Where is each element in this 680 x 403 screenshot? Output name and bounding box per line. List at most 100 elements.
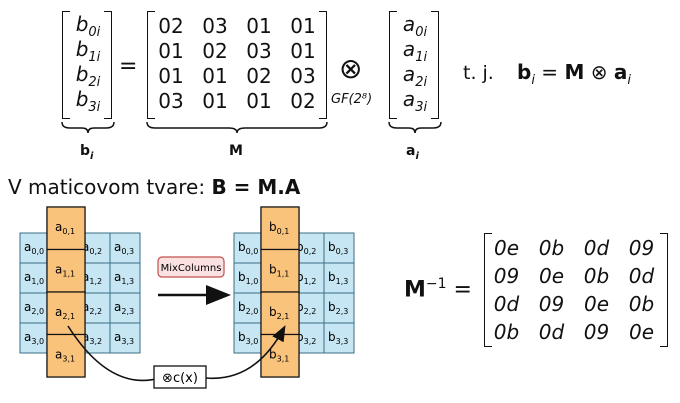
state-b-cell-label: b1,0 xyxy=(238,270,258,286)
matrix-m-inverse-cell: 0b xyxy=(538,236,565,260)
state-b-cell xyxy=(233,262,265,294)
matrix-m-inverse-cell: 09 xyxy=(493,264,520,288)
gf-label: GF(2⁸) xyxy=(331,92,373,107)
state-a-cell-label: a3,0 xyxy=(24,330,44,346)
m-inverse-lhs: M−1 = xyxy=(404,276,472,303)
state-b-cell-label: b2,3 xyxy=(328,300,348,316)
state-a-cell-label: a3,3 xyxy=(114,330,134,346)
state-b-column-label: b0,1 xyxy=(269,220,289,236)
left-bracket xyxy=(484,233,492,347)
matrix-m-inverse-cell: 0e xyxy=(628,320,655,344)
m-label: M xyxy=(229,143,243,159)
state-b-cell-label: b0,0 xyxy=(238,240,258,256)
state-a-cell xyxy=(19,322,51,354)
matrix-m-cell: 01 xyxy=(246,89,272,113)
right-bracket xyxy=(319,11,327,119)
b-label: bi xyxy=(80,143,94,162)
matrix-m-cell: 02 xyxy=(202,39,228,63)
state-b-column-cell xyxy=(260,206,300,251)
equals-sign: = xyxy=(119,54,138,79)
cx-curve-right xyxy=(205,325,286,380)
matrix-m-cell: 03 xyxy=(202,14,228,38)
left-bracket xyxy=(62,11,70,119)
state-a-column-label: a0,1 xyxy=(55,220,75,236)
a-vector-entry: a3i xyxy=(402,87,428,115)
b-vector-entry: b0i xyxy=(75,12,101,40)
matrix-m-cell: 03 xyxy=(158,89,184,113)
state-b-column-label: b3,1 xyxy=(269,348,289,364)
matrix-m-cell: 02 xyxy=(246,64,272,88)
matrix-m-inverse-row: 0b 0d 09 0e xyxy=(484,318,664,346)
state-b-cell xyxy=(323,232,355,264)
mixcolumns-label: MixColumns xyxy=(161,263,222,274)
matrix-m-inverse-cell: 0d xyxy=(538,320,565,344)
state-b-column-cell xyxy=(260,248,300,293)
state-a-cell-label: a2,3 xyxy=(114,300,134,316)
state-a-cell xyxy=(109,262,141,294)
b-vector-entry: b2i xyxy=(75,62,101,90)
mixcolumns-label-box xyxy=(157,256,225,278)
right-bracket xyxy=(104,11,112,119)
state-a-column-cell xyxy=(46,291,86,336)
a-vector-entry: a1i xyxy=(402,37,428,65)
right-bracket xyxy=(660,233,668,347)
left-bracket xyxy=(147,11,155,119)
matrix-m-cell: 01 xyxy=(202,64,228,88)
matrix-m-cell: 01 xyxy=(202,89,228,113)
matrix-m-cell: 01 xyxy=(290,14,316,38)
matrix-m-cell: 02 xyxy=(158,14,184,38)
matrix-m-inverse-cell: 0d xyxy=(583,236,610,260)
bi-formula: bi = M ⊗ ai xyxy=(517,60,631,88)
cx-curve-left xyxy=(67,325,161,382)
matrix-m-row: 03 01 01 02 xyxy=(149,89,325,114)
state-a-cell-label: a2,2 xyxy=(82,300,102,316)
state-b-cell-label: b0,2 xyxy=(296,240,316,256)
left-bracket xyxy=(389,11,397,119)
state-a-cell xyxy=(109,292,141,324)
matrix-form-text: V maticovom tvare: B = M.A xyxy=(8,175,301,199)
a-label: ai xyxy=(406,143,419,162)
state-b-cell xyxy=(233,232,265,264)
a-vector-entry: a0i xyxy=(402,12,428,40)
matrix-m-inverse-cell: 09 xyxy=(628,236,655,260)
a-vector-entry: a2i xyxy=(402,62,428,90)
state-b-cell xyxy=(323,262,355,294)
state-a-cell-label: a1,2 xyxy=(82,270,102,286)
b-vector-entry: b3i xyxy=(75,87,101,115)
matrix-m-cell: 02 xyxy=(290,89,316,113)
state-b-cell-label: b2,0 xyxy=(238,300,258,316)
state-b-cell-label: b3,3 xyxy=(328,330,348,346)
matrix-m-inverse-cell: 0b xyxy=(628,292,655,316)
state-a-cell-label: a2,0 xyxy=(24,300,44,316)
matrix-m-inverse-cell: 0e xyxy=(538,264,565,288)
state-a-cell-label: a3,2 xyxy=(82,330,102,346)
matrix-m-inverse-cell: 09 xyxy=(583,320,610,344)
state-b-cell-label: b0,3 xyxy=(328,240,348,256)
state-a-cell xyxy=(109,322,141,354)
state-a-cell-label: a0,3 xyxy=(114,240,134,256)
state-a-column-label: a2,1 xyxy=(55,305,75,321)
right-bracket xyxy=(431,11,439,119)
state-b-cell-label: b1,2 xyxy=(296,270,316,286)
matrix-m-inverse-row: 0e 0b 0d 09 xyxy=(484,234,664,262)
state-a-cell-label: a0,0 xyxy=(24,240,44,256)
state-a-column-label: a3,1 xyxy=(55,348,75,364)
cx-label: ⊗c(x) xyxy=(162,371,198,386)
state-b-column-label: b1,1 xyxy=(269,263,289,279)
state-b-cell xyxy=(323,322,355,354)
matrix-m-cell: 01 xyxy=(158,39,184,63)
matrix-m-cell: 03 xyxy=(246,39,272,63)
otimes-symbol: ⊗ xyxy=(339,52,363,85)
state-b-cell-label: b2,2 xyxy=(296,300,316,316)
state-a-column-label: a1,1 xyxy=(55,263,75,279)
matrix-m-inverse-cell: 0e xyxy=(493,236,520,260)
state-b-cell-label: b3,2 xyxy=(296,330,316,346)
matrix-m-inverse-cell: 0b xyxy=(493,320,520,344)
cx-label-box xyxy=(153,365,207,389)
